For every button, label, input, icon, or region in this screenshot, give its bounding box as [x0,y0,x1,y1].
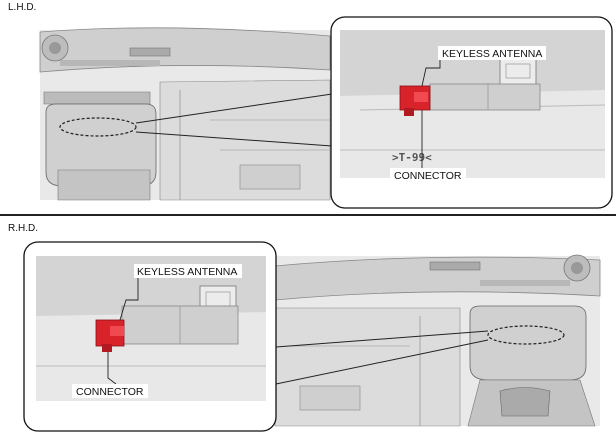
lhd-antenna-leader [421,60,441,87]
rhd-leader-line-top [275,330,489,348]
rhd-connector-label: CONNECTOR [76,386,144,398]
rhd-section-label: R.H.D. [8,223,38,234]
lhd-keyless-antenna-label: KEYLESS ANTENNA [442,48,542,60]
lhd-part-code: >T-99< [392,151,432,164]
lhd-keyless-antenna [429,83,541,111]
rhd-detail-callout: KEYLESS ANTENNA CONNECTOR [23,241,277,432]
rhd-keyless-antenna-label: KEYLESS ANTENNA [137,266,237,278]
section-divider [0,214,616,216]
rhd-antenna-leader [119,278,139,321]
lhd-diagram: >T-99< KEYLESS ANTENNA CONNECTOR [0,0,616,214]
lhd-illustration: >T-99< KEYLESS ANTENNA CONNECTOR [39,16,613,209]
lhd-connector [399,85,431,116]
lhd-leader-line-bottom [135,131,333,147]
lhd-location-marker [59,117,137,137]
rhd-dashboard-overview [274,254,601,427]
lhd-connector-label: CONNECTOR [394,170,462,182]
lhd-section-label: L.H.D. [8,2,37,13]
rhd-illustration: KEYLESS ANTENNA CONNECTOR [23,241,601,432]
lhd-leader-line-top [135,93,333,124]
lhd-dashboard-overview [39,27,331,201]
rhd-diagram: KEYLESS ANTENNA CONNECTOR [0,216,616,433]
rhd-connector-leader [107,352,117,385]
lhd-detail-callout: >T-99< KEYLESS ANTENNA CONNECTOR [330,16,613,209]
rhd-connector [95,319,125,352]
rhd-location-marker [487,325,565,345]
rhd-leader-line-bottom [275,339,489,385]
